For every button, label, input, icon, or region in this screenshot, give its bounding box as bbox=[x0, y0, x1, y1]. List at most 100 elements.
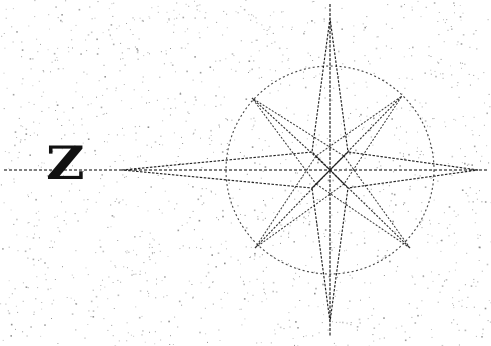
speckle-dot bbox=[46, 279, 47, 280]
speckle-dot bbox=[161, 321, 162, 322]
speckle-dot bbox=[485, 201, 487, 203]
speckle-dot bbox=[122, 199, 123, 200]
speckle-dot bbox=[357, 330, 358, 331]
speckle-dot bbox=[412, 79, 413, 80]
speckle-dot bbox=[14, 182, 15, 183]
speckle-dot bbox=[9, 247, 10, 248]
speckle-dot bbox=[231, 223, 232, 224]
speckle-dot bbox=[143, 55, 144, 56]
speckle-dot bbox=[205, 308, 206, 309]
speckle-dot bbox=[149, 102, 150, 103]
speckle-dot bbox=[290, 225, 291, 226]
speckle-dot bbox=[174, 208, 175, 209]
speckle-dot bbox=[170, 335, 171, 336]
speckle-dot bbox=[280, 243, 281, 244]
speckle-dot bbox=[72, 107, 74, 109]
speckle-dot bbox=[205, 12, 206, 13]
speckle-dot bbox=[28, 196, 29, 197]
speckle-dot bbox=[48, 107, 49, 108]
speckle-dot bbox=[127, 267, 128, 268]
speckle-dot bbox=[262, 212, 263, 213]
speckle-dot bbox=[404, 4, 405, 5]
speckle-dot bbox=[458, 214, 459, 215]
speckle-dot bbox=[466, 253, 467, 254]
speckle-dot bbox=[461, 68, 462, 69]
speckle-dot bbox=[39, 237, 40, 238]
speckle-dot bbox=[433, 281, 434, 282]
speckle-dot bbox=[307, 120, 308, 121]
speckle-dot bbox=[364, 242, 366, 244]
speckle-dot bbox=[372, 145, 373, 146]
speckle-dot bbox=[256, 40, 257, 41]
speckle-dot bbox=[185, 48, 186, 49]
speckle-dot bbox=[13, 42, 14, 43]
speckle-dot bbox=[378, 232, 379, 233]
speckle-dot bbox=[315, 288, 317, 290]
speckle-dot bbox=[173, 344, 174, 345]
speckle-dot bbox=[371, 189, 372, 190]
speckle-dot bbox=[300, 204, 301, 205]
speckle-dot bbox=[95, 154, 96, 155]
speckle-dot bbox=[104, 141, 105, 142]
speckle-dot bbox=[155, 297, 156, 298]
speckle-dot bbox=[263, 283, 264, 284]
speckle-dot bbox=[154, 240, 155, 241]
speckle-dot bbox=[120, 70, 121, 71]
speckle-dot bbox=[281, 12, 282, 13]
speckle-dot bbox=[76, 25, 77, 26]
speckle-dot bbox=[377, 260, 378, 261]
speckle-dot bbox=[20, 139, 21, 140]
speckle-dot bbox=[470, 85, 471, 86]
speckle-dot bbox=[54, 242, 55, 243]
speckle-dot bbox=[430, 70, 431, 71]
speckle-dot bbox=[13, 8, 14, 9]
speckle-dot bbox=[155, 141, 157, 143]
speckle-dot bbox=[57, 343, 58, 344]
speckle-dot bbox=[466, 193, 467, 194]
speckle-dot bbox=[58, 68, 60, 70]
speckle-dot bbox=[294, 199, 295, 200]
speckle-dot bbox=[293, 241, 295, 243]
speckle-dot bbox=[53, 300, 54, 301]
speckle-dot bbox=[441, 59, 442, 60]
speckle-dot bbox=[418, 1, 419, 2]
speckle-dot bbox=[471, 164, 473, 166]
speckle-dot bbox=[476, 151, 477, 152]
speckle-dot bbox=[404, 56, 405, 57]
speckle-dot bbox=[123, 160, 124, 161]
speckle-dot bbox=[40, 259, 41, 260]
speckle-dot bbox=[404, 88, 405, 89]
speckle-dot bbox=[248, 72, 249, 73]
speckle-dot bbox=[430, 223, 431, 224]
speckle-dot bbox=[207, 158, 208, 159]
speckle-dot bbox=[257, 218, 259, 220]
speckle-dot bbox=[293, 338, 294, 339]
speckle-dot bbox=[161, 51, 162, 52]
speckle-dot bbox=[311, 20, 313, 22]
speckle-dot bbox=[165, 191, 166, 192]
speckle-dot bbox=[251, 42, 252, 43]
speckle-dot bbox=[486, 113, 488, 115]
speckle-dot bbox=[26, 286, 28, 288]
speckle-dot bbox=[346, 323, 348, 325]
speckle-dot bbox=[484, 125, 485, 126]
speckle-dot bbox=[10, 335, 12, 337]
speckle-dot bbox=[432, 337, 433, 338]
speckle-dot bbox=[15, 288, 16, 289]
speckle-dot bbox=[79, 9, 81, 11]
speckle-dot bbox=[370, 63, 371, 64]
speckle-dot bbox=[253, 16, 254, 17]
speckle-dot bbox=[199, 4, 200, 5]
speckle-dot bbox=[244, 298, 246, 300]
speckle-dot bbox=[100, 285, 101, 286]
speckle-dot bbox=[401, 326, 402, 327]
speckle-dot bbox=[271, 80, 272, 81]
speckle-dot bbox=[480, 161, 481, 162]
speckle-dot bbox=[218, 124, 220, 126]
speckle-dot bbox=[246, 246, 247, 247]
speckle-dot bbox=[175, 108, 176, 109]
speckle-dot bbox=[3, 340, 4, 341]
speckle-dot bbox=[136, 48, 138, 50]
speckle-dot bbox=[380, 165, 381, 166]
speckle-dot bbox=[354, 36, 355, 37]
